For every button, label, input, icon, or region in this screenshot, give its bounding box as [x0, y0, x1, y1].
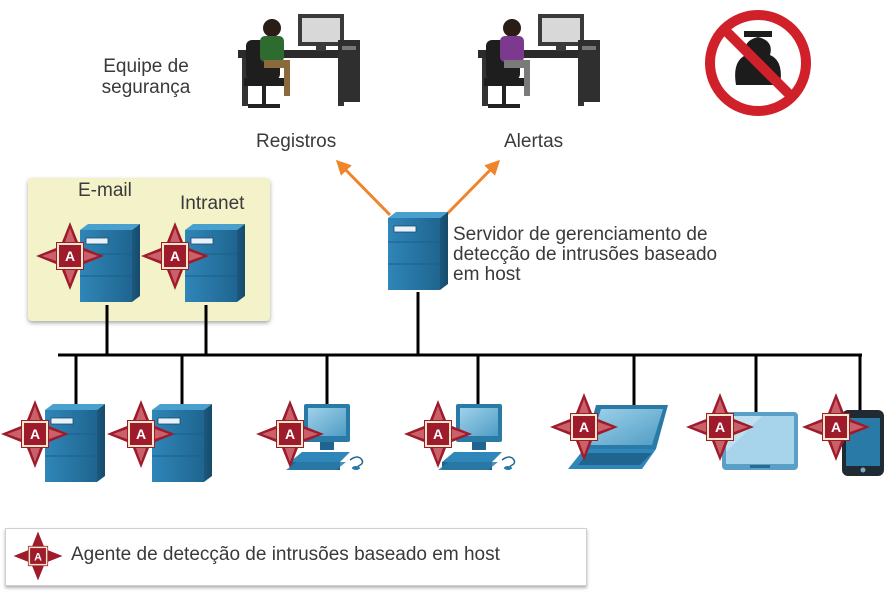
email-label: E-mail: [78, 180, 132, 201]
legend: Agente de detecção de intrusões baseado …: [5, 528, 587, 586]
legend-label: Agente de detecção de intrusões baseado …: [71, 544, 500, 565]
email-server-icon: [79, 223, 141, 303]
alert-arrows: [335, 159, 501, 217]
hids-management-server-icon: [387, 211, 449, 291]
laptop-icon: [568, 405, 668, 469]
agent-letter: A: [715, 419, 725, 435]
workstation-person-icon-logs: [238, 14, 360, 108]
intranet-label: Intranet: [180, 193, 245, 214]
no-hacker-icon: [705, 10, 811, 116]
agent-letter: A: [136, 426, 146, 442]
intranet-server-icon: [184, 223, 246, 303]
workstation-person-icon-alerts: [478, 14, 600, 108]
agent-letter: A: [831, 419, 841, 435]
management-server-label: Servidor de gerenciamento de detecção de…: [453, 224, 718, 285]
agent-letter: A: [285, 426, 295, 442]
host-server-icon-2: [151, 403, 213, 483]
host-server-icon-1: [44, 403, 106, 483]
agent-letter: A: [170, 248, 180, 264]
alerts-label: Alertas: [504, 131, 564, 152]
agent-letter: A: [30, 426, 40, 442]
agent-letter: A: [433, 426, 443, 442]
logs-label: Registros: [256, 131, 337, 152]
agent-letter: A: [65, 248, 75, 264]
agent-letter: A: [579, 419, 589, 435]
security-team-label: Equipe de segurança: [101, 56, 191, 98]
network-lines: [58, 292, 862, 412]
